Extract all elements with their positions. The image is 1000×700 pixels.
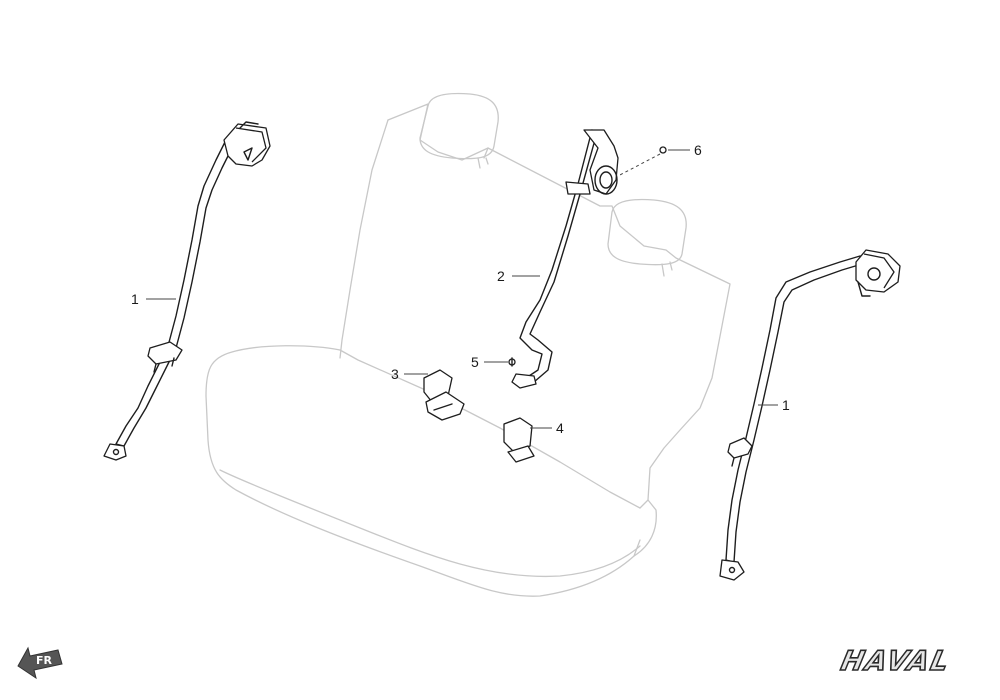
brand-logo-text: HAVAL — [838, 646, 953, 677]
center-seatbelt-assembly — [511, 129, 619, 389]
callout-1-right: 1 — [782, 397, 790, 413]
callout-labels: 1 2 3 4 5 6 1 — [131, 142, 790, 436]
callout-3: 3 — [391, 366, 399, 382]
callout-5: 5 — [471, 354, 479, 370]
bolt-6 — [617, 146, 667, 177]
callout-1-left: 1 — [131, 291, 139, 307]
callout-4: 4 — [556, 420, 564, 436]
buckle-left-assembly — [423, 369, 465, 421]
left-seatbelt-assembly — [103, 121, 271, 461]
callout-2: 2 — [497, 268, 505, 284]
buckle-right-assembly — [503, 417, 535, 463]
direction-label: FR — [36, 654, 53, 667]
right-seatbelt-assembly — [719, 249, 901, 581]
brand-logo: HAVAL — [837, 645, 954, 677]
callout-leaders — [146, 149, 778, 429]
arrow-icon — [17, 646, 63, 680]
bolt-5 — [508, 357, 516, 367]
callout-6: 6 — [694, 142, 702, 158]
front-direction-badge: FR — [17, 646, 63, 680]
rear-seat-outline — [205, 92, 731, 597]
